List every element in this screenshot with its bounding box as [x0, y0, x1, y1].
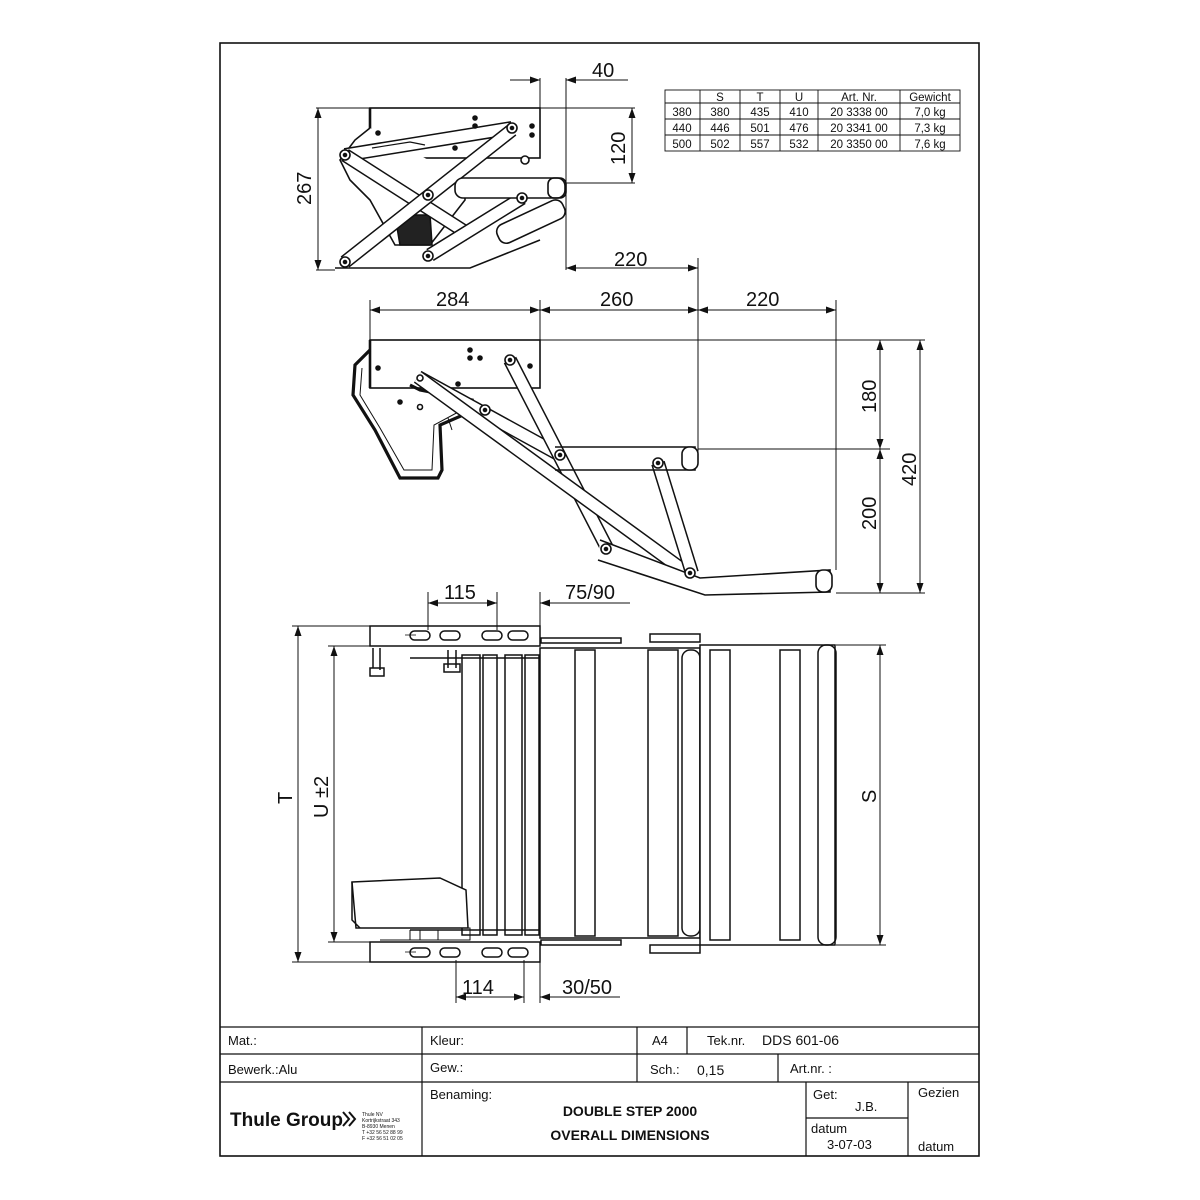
address-line: Thule NV	[362, 1112, 384, 1118]
get-label: Get:	[813, 1087, 838, 1102]
table-cell: 20 3350 00	[830, 139, 888, 151]
table-cell: 7,3 kg	[914, 123, 945, 135]
table-cell: 557	[750, 139, 769, 151]
artnr-label: Art.nr. :	[790, 1061, 832, 1076]
mat-label: Mat.:	[228, 1033, 257, 1048]
dim-40: 40	[592, 60, 614, 82]
plan-view	[351, 625, 837, 963]
table-cell: 501	[750, 123, 769, 135]
table-cell: 500	[672, 139, 691, 151]
company-address: Thule NV Kortrijkstraat 343 B-8930 Menen…	[362, 1112, 403, 1142]
drawing-title-line2: OVERALL DIMENSIONS	[550, 1127, 709, 1143]
format-label: A4	[652, 1033, 668, 1048]
title-block	[220, 1026, 979, 1156]
dim-S: S	[859, 790, 881, 803]
dim-284: 284	[436, 289, 469, 311]
dim-114: 114	[462, 977, 494, 999]
dim-180: 180	[859, 380, 881, 413]
dim-75-90: 75/90	[565, 582, 615, 604]
address-line: B-8930 Menen	[362, 1124, 395, 1130]
bewerk-label: Bewerk.:Alu	[228, 1062, 297, 1077]
benaming-label: Benaming:	[430, 1087, 492, 1102]
table-cell: 446	[710, 123, 729, 135]
datum-label: datum	[811, 1121, 847, 1136]
table-header-cell: S	[716, 92, 724, 104]
folded-step-view	[335, 107, 567, 269]
table-header-cell: T	[756, 92, 763, 104]
spec-table-text: S T U Art. Nr. Gewicht 380 380 435 410 2…	[672, 92, 951, 151]
table-cell: 435	[750, 107, 769, 119]
dim-T: T	[275, 792, 297, 804]
datum-value: 3-07-03	[827, 1137, 872, 1152]
dim-267: 267	[294, 172, 316, 205]
dim-220-top: 220	[614, 249, 647, 271]
teknr-value: DDS 601-06	[762, 1032, 839, 1048]
teknr-label: Tek.nr.	[707, 1033, 745, 1048]
get-value: J.B.	[855, 1099, 877, 1114]
kleur-label: Kleur:	[430, 1033, 464, 1048]
sch-value: 0,15	[697, 1062, 724, 1078]
spec-table	[664, 89, 961, 152]
address-line: F +32 56 51 02 05	[362, 1136, 403, 1142]
table-cell: 410	[789, 107, 808, 119]
table-header-cell: Gewicht	[909, 92, 951, 104]
dim-120: 120	[608, 132, 630, 165]
table-cell: 7,6 kg	[914, 139, 945, 151]
table-header-cell: Art. Nr.	[841, 92, 877, 104]
dim-30-50: 30/50	[562, 977, 612, 999]
company-logo: Thule Group	[230, 1110, 343, 1131]
address-line: Kortrijkstraat 343	[362, 1118, 400, 1124]
plan-view-dimension-lines	[292, 592, 886, 1003]
dim-220: 220	[746, 289, 779, 311]
dim-115: 115	[444, 582, 476, 604]
table-header-cell: U	[795, 92, 803, 104]
sheet-border	[219, 42, 980, 1157]
table-cell: 476	[789, 123, 808, 135]
gezien-label: Gezien	[918, 1085, 959, 1100]
extended-step-view	[351, 339, 833, 596]
table-cell: 380	[672, 107, 691, 119]
table-cell: 20 3338 00	[830, 107, 888, 119]
table-cell: 502	[710, 139, 729, 151]
sch-label: Sch.:	[650, 1062, 680, 1077]
table-cell: 7,0 kg	[914, 107, 945, 119]
gew-label: Gew.:	[430, 1060, 463, 1075]
datum-label-2: datum	[918, 1139, 954, 1154]
drawing-title-line1: DOUBLE STEP 2000	[563, 1103, 698, 1119]
logo-chevron-icon	[342, 1111, 357, 1127]
table-cell: 440	[672, 123, 691, 135]
side-view-dimension-lines	[369, 300, 925, 594]
address-line: T +32 56 52 88 99	[362, 1130, 403, 1136]
table-cell: 380	[710, 107, 729, 119]
dim-260: 260	[600, 289, 633, 311]
table-cell: 532	[789, 139, 808, 151]
table-cell: 20 3341 00	[830, 123, 888, 135]
dim-U: U ±2	[311, 776, 333, 818]
dim-200: 200	[859, 497, 881, 530]
dim-420: 420	[899, 453, 921, 486]
